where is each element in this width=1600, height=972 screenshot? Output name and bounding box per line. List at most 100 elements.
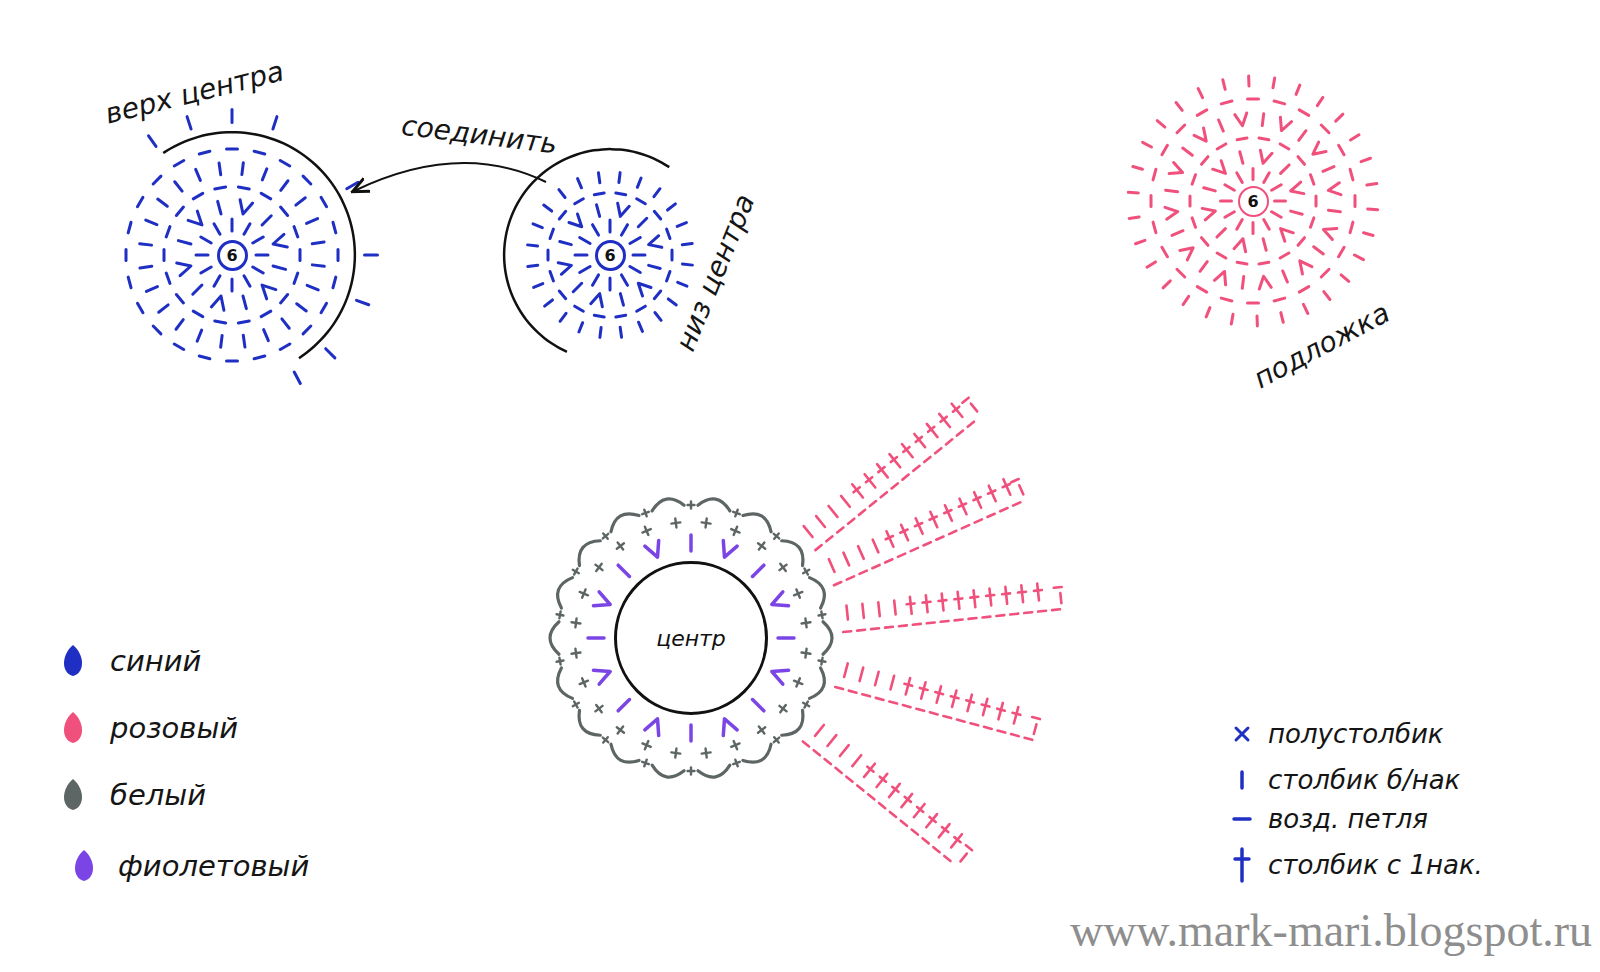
stitch-stroke xyxy=(804,526,813,537)
stitch-stroke xyxy=(1223,80,1225,90)
stitch-chevron xyxy=(558,263,571,275)
stitch-stroke xyxy=(689,535,693,551)
stitch-stroke xyxy=(1368,208,1378,212)
stitch-stroke xyxy=(805,649,806,658)
stitch-stroke xyxy=(357,300,369,304)
stitch-stroke xyxy=(642,762,649,764)
stitch-stroke xyxy=(550,272,553,281)
petal xyxy=(798,393,983,550)
stitch-stroke xyxy=(733,762,740,764)
stitch-scallop xyxy=(652,499,684,511)
stitch-stroke xyxy=(876,698,884,700)
stitch-stroke xyxy=(221,335,222,347)
stitch-stroke xyxy=(264,330,269,341)
stitch-stroke xyxy=(986,594,994,597)
stitch-stroke xyxy=(196,169,201,180)
stitch-stroke xyxy=(128,277,131,288)
stitch-stroke xyxy=(804,701,808,707)
stitch-stroke xyxy=(1299,110,1309,116)
stitch-chevron xyxy=(772,592,789,606)
flower-chart xyxy=(550,393,1064,867)
stitch-stroke xyxy=(1217,229,1225,237)
stitch-stroke xyxy=(982,705,990,707)
stitch-stroke xyxy=(299,250,302,261)
stitch-stroke xyxy=(671,522,680,523)
stitch-stroke xyxy=(1240,849,1244,881)
stitch-stroke xyxy=(1354,196,1357,207)
stitch-stroke xyxy=(159,305,168,312)
stitch-stroke xyxy=(1032,717,1040,719)
stitch-stroke xyxy=(1341,275,1349,281)
stitch-stroke xyxy=(688,504,695,506)
stitch-stroke xyxy=(261,193,271,199)
stitch-stroke xyxy=(296,198,305,205)
stitch-scallop xyxy=(652,765,684,777)
stitch-stroke xyxy=(333,277,336,288)
stitch-stroke xyxy=(804,568,808,574)
stitch-stroke xyxy=(158,199,168,206)
stitch-stroke xyxy=(365,254,378,257)
stitch-scallop xyxy=(810,668,825,698)
stitch-stroke xyxy=(1147,262,1155,267)
stitch-stroke xyxy=(642,529,650,532)
stitch-stroke xyxy=(603,534,608,538)
legend-text: столбик с 1нак. xyxy=(1268,850,1483,880)
outline-arc xyxy=(504,149,669,352)
stitch-stroke xyxy=(962,398,968,403)
stitch-stroke xyxy=(966,700,974,702)
stitch-scallop xyxy=(810,578,825,608)
stitch-stroke xyxy=(966,845,972,850)
stitch-stroke xyxy=(914,434,925,447)
stitch-stroke xyxy=(1037,584,1039,601)
stitch-stroke xyxy=(603,738,608,742)
stitch-stroke xyxy=(1317,97,1323,105)
stitch-stroke xyxy=(280,344,290,350)
stitch-stroke xyxy=(528,265,538,266)
stitch-stroke xyxy=(575,649,576,658)
stitch-chevron xyxy=(1234,239,1246,252)
center-circle: центр xyxy=(614,561,768,715)
stitch-stroke xyxy=(1339,247,1345,257)
stitch-stroke xyxy=(954,837,960,842)
stitch-stroke xyxy=(1237,173,1243,183)
stitch-stroke xyxy=(580,238,590,244)
stitch-stroke xyxy=(920,688,928,690)
stitch-stroke xyxy=(774,737,778,742)
stitch-chevron xyxy=(593,670,610,684)
stitch-stroke xyxy=(238,321,249,323)
stitch-stroke xyxy=(125,250,128,261)
stitch-stroke xyxy=(597,205,600,217)
stitch-stroke xyxy=(944,856,950,861)
stitch-stroke xyxy=(153,176,161,184)
stitch-stroke xyxy=(193,193,203,199)
stitch-stroke xyxy=(244,276,250,286)
stitch-stroke xyxy=(873,540,879,553)
stitch-stroke xyxy=(622,275,628,285)
stitch-stroke xyxy=(1240,772,1244,788)
stitch-stroke xyxy=(1177,269,1185,277)
stitch-stroke xyxy=(1234,817,1250,821)
stitch-stroke xyxy=(1197,287,1207,293)
stitch-stroke xyxy=(1262,114,1263,126)
stitch-stroke xyxy=(857,785,863,790)
stitch-chevron xyxy=(1291,182,1304,194)
stitch-stroke xyxy=(637,199,646,204)
stitch-stroke xyxy=(201,237,211,243)
stitch-stroke xyxy=(593,225,599,235)
stitch-stroke xyxy=(1183,296,1189,304)
stitch-stroke xyxy=(197,330,201,341)
stitch-stroke xyxy=(1299,287,1309,293)
stitch-chevron xyxy=(1202,208,1215,220)
stitch-stroke xyxy=(598,173,599,183)
stitch-stroke xyxy=(1025,738,1033,740)
stitch-stroke xyxy=(951,696,959,698)
stitch-stroke xyxy=(843,630,851,633)
stitch-stroke xyxy=(649,265,661,268)
legend-text: столбик б/нак xyxy=(1268,765,1460,795)
stitch-stroke xyxy=(1235,857,1249,861)
stitch-scallop xyxy=(698,499,730,511)
stitch-stroke xyxy=(870,501,876,506)
stitch-stroke xyxy=(1310,218,1313,227)
stitch-stroke xyxy=(913,466,919,471)
stitch-chevron xyxy=(593,592,610,606)
